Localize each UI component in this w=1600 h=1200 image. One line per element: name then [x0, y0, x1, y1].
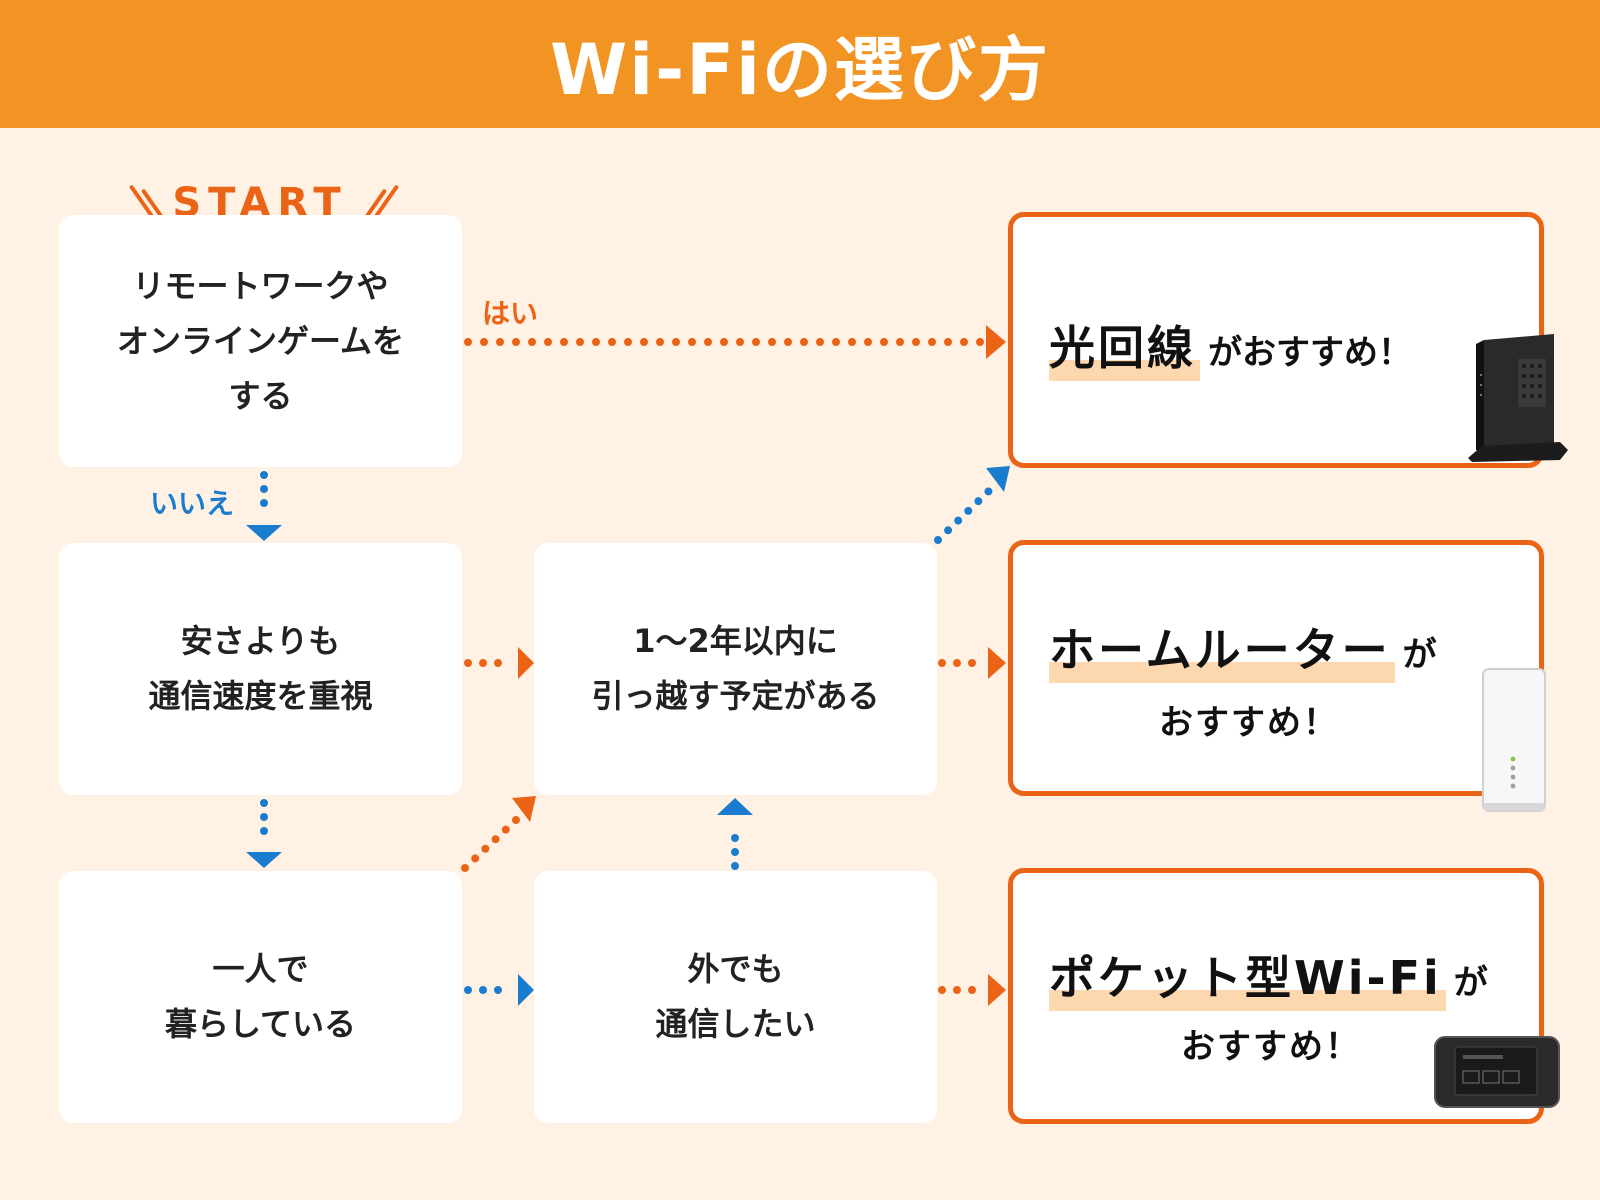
home-router-icon: [1482, 668, 1546, 812]
arrowhead-q3-to-fiber: [986, 466, 1010, 492]
arrow-q3-to-fiber: [934, 486, 994, 544]
result-suffix: が: [1402, 635, 1437, 675]
result-heading: ポケット型Wi-Fi が: [1049, 945, 1488, 1011]
question-box-speed: 安さよりも 通信速度を重視: [59, 543, 462, 795]
question-text: 外でも 通信したい: [655, 950, 816, 1043]
result-suffix: がおすすめ！: [1208, 333, 1412, 373]
result-box-pocket-wifi: ポケット型Wi-Fi が おすすめ！: [1008, 868, 1560, 1124]
page-header: Wi-Fiの選び方: [0, 0, 1600, 128]
arrowhead-q2-to-q4: [246, 852, 282, 868]
question-box-living-alone: 一人で 暮らしている: [59, 871, 462, 1123]
question-box-moving: 1〜2年以内に 引っ越す予定がある: [534, 543, 937, 795]
pocket-wifi-icon: [1434, 1036, 1560, 1108]
label-yes: はい: [482, 297, 539, 330]
question-text: リモートワークや オンラインゲームを する: [116, 266, 405, 415]
arrowhead-q5-to-q3: [717, 798, 753, 815]
arrowhead-q5-to-pocket: [988, 974, 1006, 1006]
arrowhead-q1-to-fiber: [986, 325, 1006, 359]
result-highlight: 光回線: [1049, 315, 1200, 381]
question-box-outdoor: 外でも 通信したい: [534, 871, 937, 1123]
result-heading: ホームルーター が: [1049, 617, 1437, 683]
arrowhead-q1-to-q2: [246, 525, 282, 541]
label-no: いいえ: [150, 487, 235, 520]
page-title: Wi-Fiの選び方: [549, 28, 1051, 111]
result-subline: おすすめ！: [1159, 703, 1339, 743]
result-suffix: が: [1453, 963, 1488, 1003]
question-text: 1〜2年以内に 引っ越す予定がある: [591, 622, 880, 715]
result-highlight: ホームルーター: [1049, 617, 1395, 683]
fiber-router-icon: [1468, 334, 1568, 462]
question-text: 安さよりも 通信速度を重視: [148, 622, 373, 715]
arrowhead-q3-to-home: [988, 647, 1006, 679]
result-subline: おすすめ！: [1181, 1027, 1361, 1067]
result-highlight: ポケット型Wi-Fi: [1049, 945, 1446, 1011]
arrowhead-q4-to-q3: [512, 796, 536, 822]
arrowhead-q4-to-q5: [518, 974, 534, 1006]
question-text: 一人で 暮らしている: [164, 950, 357, 1043]
question-box-remote-work: リモートワークや オンラインゲームを する: [59, 215, 462, 467]
arrowhead-q2-to-q3: [518, 647, 534, 679]
result-box-fiber: 光回線 がおすすめ！: [1008, 212, 1568, 468]
result-heading: 光回線 がおすすめ！: [1049, 315, 1412, 381]
arrow-q4-to-q3: [461, 816, 520, 872]
result-box-home-router: ホームルーター が おすすめ！: [1008, 540, 1546, 812]
